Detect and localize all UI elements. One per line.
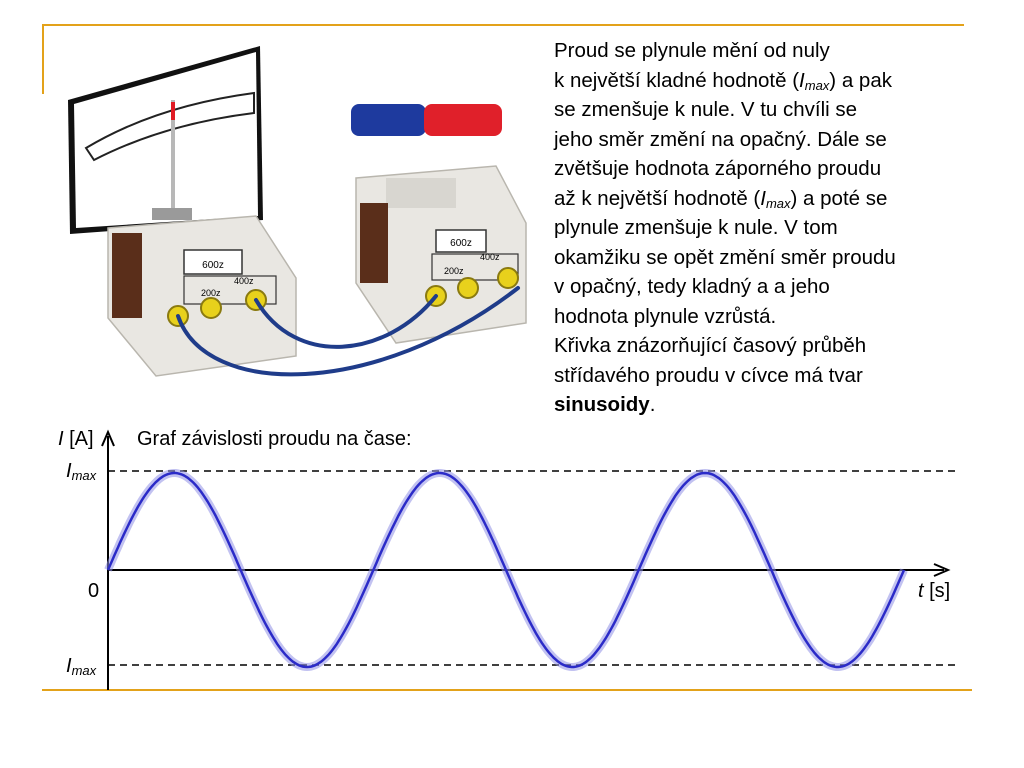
right-coil-tap-a: 200z <box>444 266 464 276</box>
right-coil-winding <box>360 203 388 283</box>
meter-needle-tip <box>171 102 175 120</box>
meter-needle <box>171 100 175 210</box>
para-line-13: sinusoidy. <box>554 393 656 416</box>
meter-board-face <box>74 52 258 228</box>
para-line-9: v opačný, tedy kladný a a jeho <box>554 275 830 298</box>
meter-scale-arc <box>84 91 255 162</box>
magnet-north <box>351 104 426 136</box>
sine-curve-glow <box>104 468 908 672</box>
right-coil-label: 600z <box>450 238 472 249</box>
imax-negative-label: Imax <box>66 655 97 678</box>
left-coil-winding <box>112 233 142 318</box>
para-line-11: Křivka znázorňující časový průběh <box>554 334 867 357</box>
left-coil-body <box>107 215 297 377</box>
bottom-rule <box>42 689 972 691</box>
left-terminal-2 <box>200 297 222 319</box>
para-line-8: okamžiku se opět změní směr proudu <box>554 245 896 269</box>
para-line-3: se zmenšuje k nule. V tu chvíli se <box>554 98 858 121</box>
left-rule <box>42 24 44 94</box>
right-coil-tap-b: 400z <box>480 252 500 262</box>
meter-pivot-base <box>152 208 192 220</box>
left-coil-tap-b: 400z <box>234 276 254 286</box>
para-line-1: Proud se plynule mění od nuly <box>554 39 830 62</box>
right-terminal-3 <box>497 267 519 289</box>
right-terminal-2 <box>457 277 479 299</box>
top-rule <box>42 24 964 26</box>
right-coil-label-box <box>435 229 487 253</box>
para-line-12: střídavého proudu v cívce má tvar <box>554 363 863 387</box>
para-line-5: zvětšuje hodnota záporného proudu <box>554 157 882 180</box>
origin-label: 0 <box>88 580 100 602</box>
para-line-7: plynule zmenšuje k nule. V tom <box>554 216 838 239</box>
coil-apparatus-illustration: 600z 200z 400z 600z 200z 400z <box>68 46 527 377</box>
x-axis-arrow <box>933 563 951 577</box>
explanation-paragraph: Proud se plynule mění od nuly k největší… <box>554 36 994 420</box>
left-coil-circuit-box <box>183 275 277 305</box>
right-coil-top-opening <box>386 178 456 208</box>
x-axis-label: t [s] <box>918 580 951 602</box>
wire-outer <box>176 286 520 377</box>
sine-curve <box>106 471 906 669</box>
imax-positive-label: Imax <box>66 460 97 483</box>
wire-inner <box>254 294 438 349</box>
graph-title: Graf závislosti proudu na čase: <box>137 428 412 450</box>
left-coil-label: 600z <box>202 260 224 271</box>
left-coil-tap-a: 200z <box>201 288 221 298</box>
magnet-south <box>424 104 502 136</box>
left-coil-label-box <box>183 249 243 275</box>
para-line-4: jeho směr změní na opačný. Dále se <box>554 127 887 151</box>
para-line-6: až k největší hodnotě (Imax) a poté se <box>554 186 888 211</box>
y-axis-arrow <box>101 429 115 447</box>
y-axis-label: I [A] <box>58 428 94 450</box>
para-line-10: hodnota plynule vzrůstá. <box>554 304 777 328</box>
para-line-2: k největší kladné hodnotě (Imax) a pak <box>554 68 892 93</box>
